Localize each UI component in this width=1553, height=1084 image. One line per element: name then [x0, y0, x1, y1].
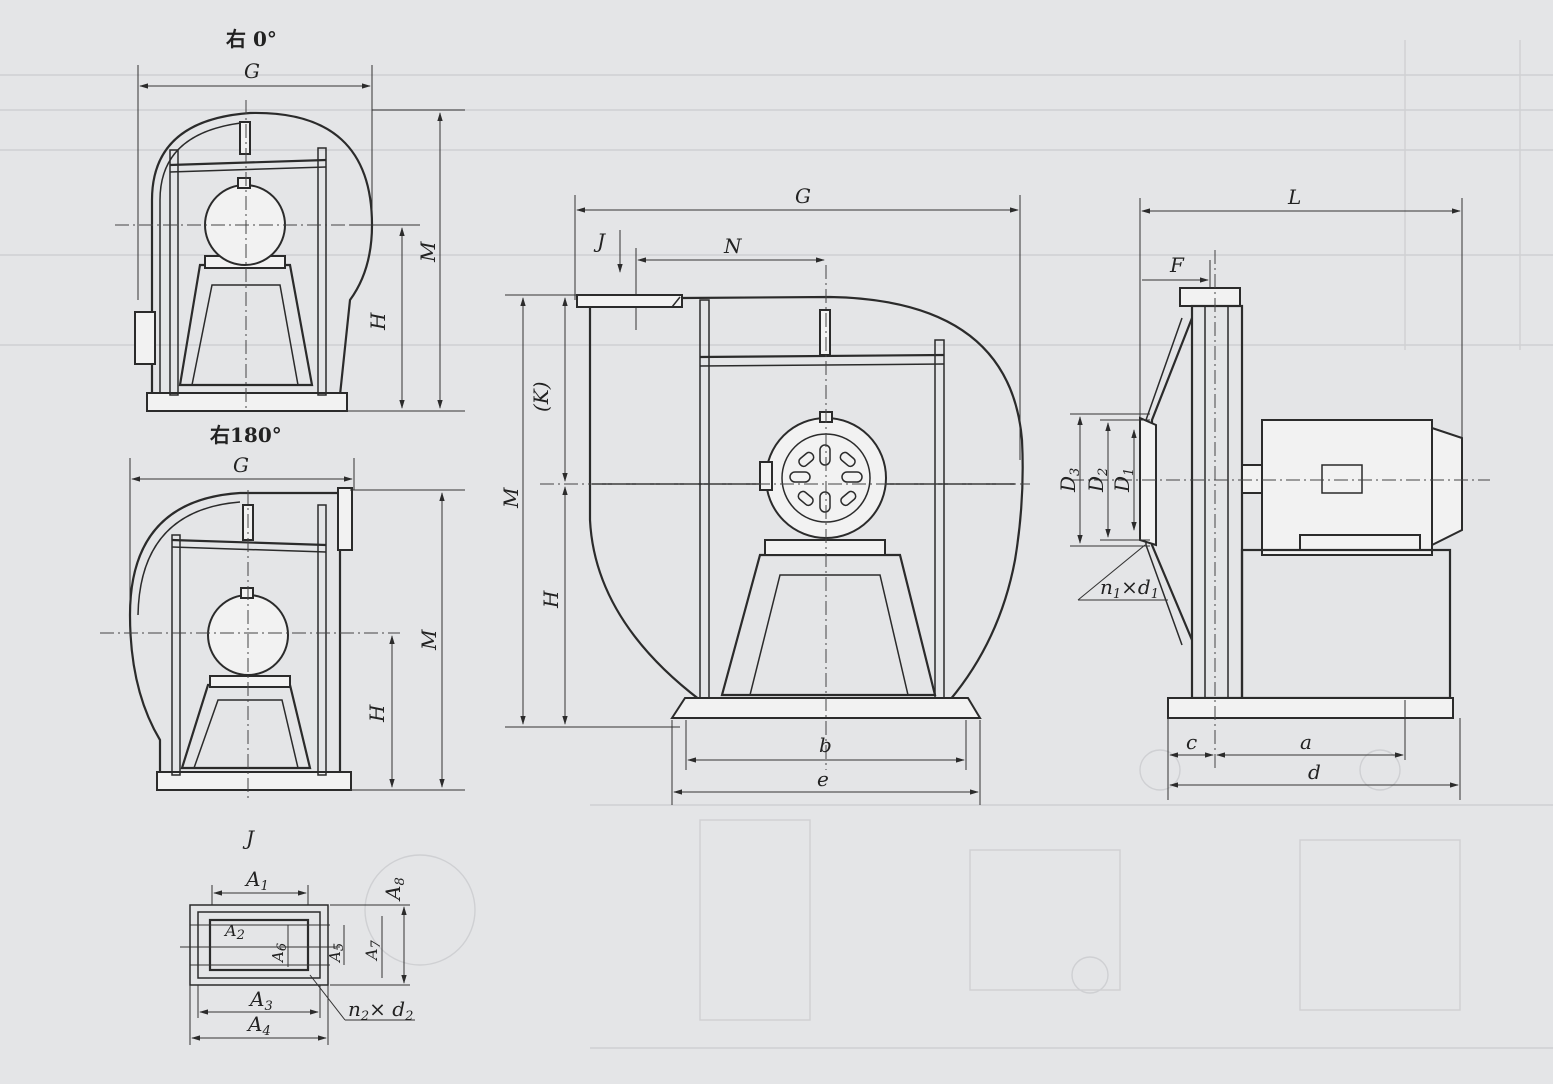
- svg-text:A2: A2: [223, 921, 245, 943]
- dim-G-right180: G: [233, 453, 249, 477]
- dim-M-right180: M: [417, 629, 441, 651]
- dim-H-right180: H: [365, 704, 389, 723]
- dim-L-side: L: [1287, 185, 1301, 209]
- dim-N-front: N: [723, 234, 743, 258]
- dim-c-side: c: [1186, 730, 1197, 754]
- dim-G-right0: G: [244, 59, 260, 83]
- callout-n2-d2: n2× d2: [348, 997, 413, 1024]
- svg-text:A8: A8: [381, 877, 408, 902]
- view-front: G J N: [499, 184, 1030, 805]
- dim-A5: A: [326, 951, 344, 964]
- svg-text:D2: D2: [1084, 468, 1111, 493]
- dim-b-front: b: [819, 733, 832, 757]
- view-side: L F D3 D2 D1: [1056, 185, 1490, 800]
- dim-M-right0: M: [416, 241, 440, 263]
- svg-text:D3: D3: [1056, 468, 1083, 493]
- dim-d-side: d: [1308, 760, 1321, 784]
- dim-a-side: a: [1300, 730, 1312, 754]
- dim-J-front: J: [593, 229, 606, 253]
- svg-text:A3: A3: [248, 987, 273, 1014]
- dim-K-front: (K): [529, 381, 553, 412]
- svg-text:D1: D1: [1110, 468, 1137, 493]
- view-title-right-0: 右 0°: [226, 27, 277, 51]
- dim-A8: A: [381, 886, 405, 902]
- svg-text:A6: A6: [269, 943, 290, 964]
- svg-text:A4: A4: [246, 1012, 271, 1039]
- dim-A2: A: [223, 921, 237, 940]
- dim-H-front: H: [539, 590, 563, 609]
- dim-D1-side: D: [1110, 476, 1134, 493]
- dim-e-front: e: [817, 767, 829, 791]
- view-title-right-180: 右180°: [210, 423, 282, 447]
- dim-D3-side: D: [1056, 476, 1080, 493]
- dim-A3: A: [248, 987, 264, 1011]
- svg-text:A5: A5: [326, 943, 347, 964]
- dim-F-side: F: [1169, 253, 1185, 277]
- dim-A6: A: [269, 951, 287, 964]
- view-right-0: 右 0° G H M: [115, 27, 465, 412]
- svg-text:A1: A1: [244, 867, 269, 894]
- callout-n1-d1: n1×d1: [1100, 575, 1159, 602]
- dim-H-right0: H: [366, 312, 390, 331]
- view-right-180: 右180° G H M: [100, 423, 465, 800]
- flange-view-title: J: [242, 826, 255, 850]
- dim-M-front: M: [499, 487, 523, 509]
- dim-G-front: G: [795, 184, 811, 208]
- dim-D2-side: D: [1084, 476, 1108, 493]
- svg-text:A7: A7: [362, 939, 384, 962]
- view-flange-J: J A1 A2 A6 A5 A7 A8 A3 A4: [180, 826, 415, 1045]
- dim-A1: A: [244, 867, 260, 891]
- dim-A7: A: [362, 948, 381, 962]
- dim-A4: A: [246, 1012, 262, 1036]
